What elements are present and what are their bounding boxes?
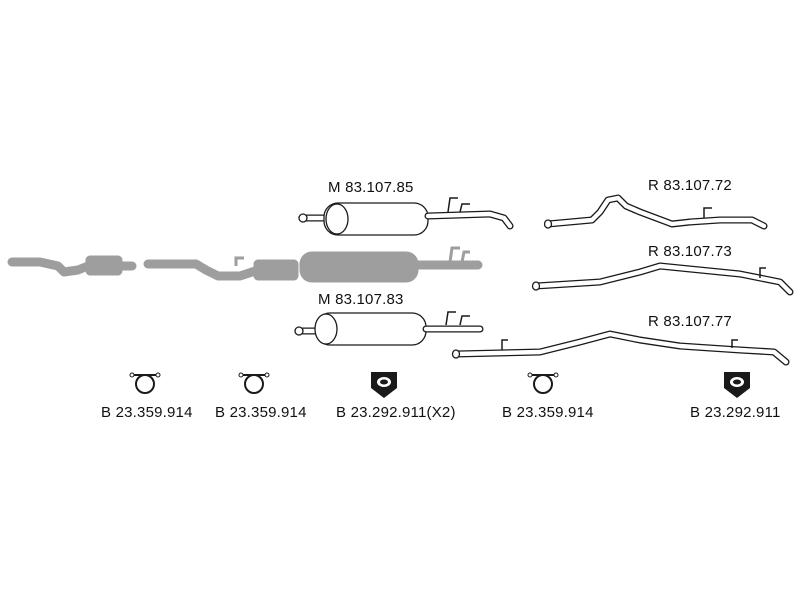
muffler-m-83-107-85[interactable]	[298, 197, 514, 236]
label-r-83-107-72: R 83.107.72	[648, 177, 732, 194]
clamp-icon[interactable]	[129, 372, 161, 394]
label-r-83-107-73: R 83.107.73	[648, 243, 732, 260]
gasket-icon[interactable]	[371, 372, 397, 398]
ghost-front-pipe	[7, 255, 137, 277]
pipe-r-83-107-73[interactable]	[531, 262, 794, 296]
pipe-r-83-107-72[interactable]	[543, 194, 768, 230]
ghost-mid-section	[143, 246, 483, 283]
gasket-icon[interactable]	[724, 372, 750, 398]
pipe-r-83-107-77[interactable]	[451, 330, 790, 366]
label-m-83-107-85: M 83.107.85	[328, 179, 414, 196]
label-r-83-107-77: R 83.107.77	[648, 313, 732, 330]
label-clamp-2: B 23.359.914	[215, 404, 307, 421]
label-m-83-107-83: M 83.107.83	[318, 291, 404, 308]
label-gasket-1: B 23.292.911(X2)	[336, 404, 456, 421]
clamp-icon[interactable]	[238, 372, 270, 394]
label-gasket-2: B 23.292.911	[690, 404, 781, 421]
label-clamp-3: B 23.359.914	[502, 404, 594, 421]
muffler-m-83-107-83[interactable]	[294, 311, 484, 346]
label-clamp-1: B 23.359.914	[101, 404, 193, 421]
clamp-icon[interactable]	[527, 372, 559, 394]
